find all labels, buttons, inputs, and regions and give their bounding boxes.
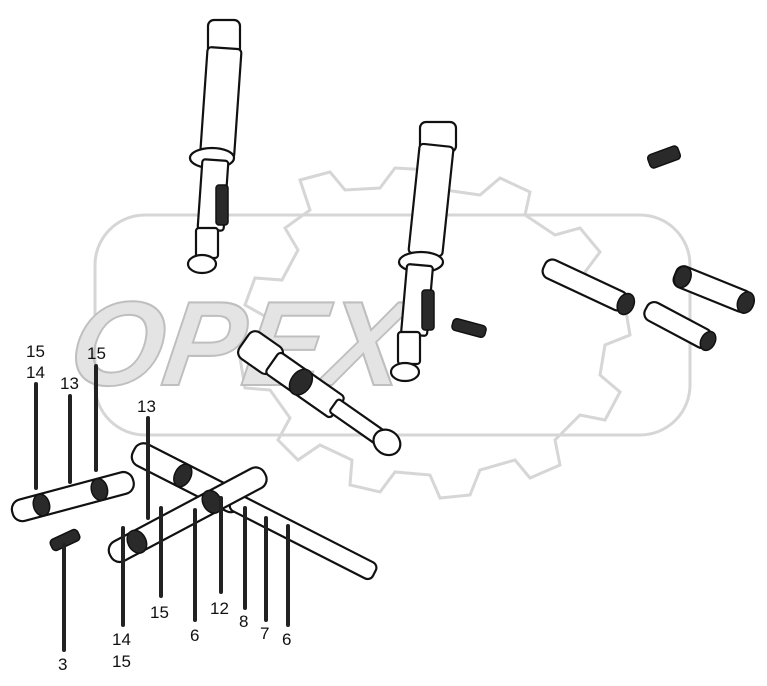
callout-13-center: 13 xyxy=(137,397,156,416)
hydraulic-cylinder-right-3 xyxy=(643,300,717,352)
callout-3: 3 xyxy=(58,655,67,674)
hydraulic-cylinder-upper-left xyxy=(186,18,243,275)
callout-15-bottom: 15 xyxy=(150,603,169,622)
cylinder-long-diagonal xyxy=(130,442,378,581)
callout-14-bottom: 14 xyxy=(112,630,131,649)
callout-14-top-left: 14 xyxy=(26,363,45,382)
hydraulic-cylinder-diagonal-center xyxy=(237,330,402,457)
callout-6-right: 6 xyxy=(282,630,291,649)
cylinder-lower-left-short xyxy=(10,470,135,523)
hydraulic-cylinder-right-2 xyxy=(672,265,755,314)
fitting-lower-left xyxy=(49,528,81,552)
callout-12: 12 xyxy=(210,599,229,618)
hydraulic-cylinder-right-1 xyxy=(541,258,636,316)
callout-15-top-left: 15 xyxy=(26,342,45,361)
callout-15-bottom-left: 15 xyxy=(112,652,131,671)
callout-8: 8 xyxy=(239,612,248,631)
cylinder-lower-crossing xyxy=(107,466,268,564)
fitting-center xyxy=(451,317,487,339)
callout-labels: 15 14 13 15 13 15 6 12 8 7 6 14 15 3 xyxy=(26,342,291,674)
callout-13-left: 13 xyxy=(60,374,79,393)
fitting-upper-right xyxy=(646,145,682,169)
hydraulic-cylinder-middle xyxy=(389,120,458,383)
callout-15-upper: 15 xyxy=(87,344,106,363)
callout-6-left: 6 xyxy=(190,626,199,645)
callout-7: 7 xyxy=(260,624,269,643)
leader-lines xyxy=(34,364,290,652)
